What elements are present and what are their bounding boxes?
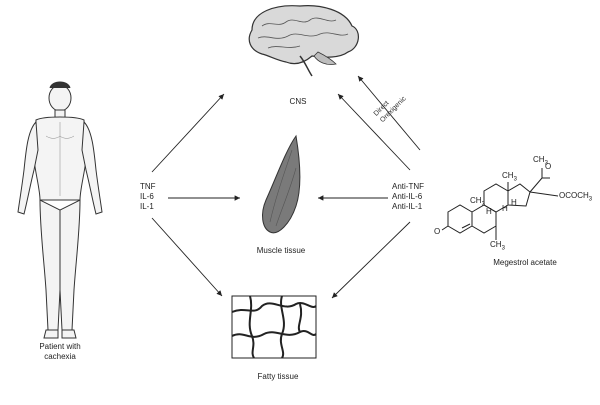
muscle-icon bbox=[262, 134, 301, 234]
patient-figure-icon bbox=[17, 81, 103, 339]
hydrogen-label: H bbox=[502, 204, 508, 213]
figure-caption bbox=[0, 391, 600, 400]
hydrogen-label: H bbox=[486, 207, 492, 216]
antagonist-item: Anti-TNF bbox=[392, 182, 424, 191]
megestrol-structure-icon bbox=[441, 168, 559, 240]
methyl-label: CH3 bbox=[533, 155, 548, 167]
acetoxy-label: OCOCH3 bbox=[559, 191, 593, 203]
antagonist-item: Anti-IL-1 bbox=[392, 202, 423, 211]
drug-label: Megestrol acetate bbox=[493, 258, 557, 267]
brain-icon bbox=[248, 5, 359, 77]
acetyl-oxygen-label: O bbox=[545, 162, 552, 171]
arrow-antagonists-to-cns bbox=[337, 93, 411, 171]
cytokine-item: IL-1 bbox=[140, 202, 154, 211]
cytokine-item: TNF bbox=[140, 182, 156, 191]
fatty-tissue-label: Fatty tissue bbox=[257, 372, 299, 381]
methyl-label: CH3 bbox=[490, 240, 505, 252]
arrow-drug-to-cns bbox=[357, 75, 421, 151]
ketone-oxygen-label: O bbox=[434, 227, 441, 236]
antagonist-item: Anti-IL-6 bbox=[392, 192, 423, 201]
arrow-cytokines-to-cns bbox=[151, 93, 225, 173]
cytokine-item: IL-6 bbox=[140, 192, 154, 201]
arrow-cytokines-to-fat bbox=[151, 217, 223, 297]
patient-label: Patient with cachexia bbox=[39, 342, 81, 361]
hydrogen-label: H bbox=[511, 198, 517, 207]
methyl-label: CH3 bbox=[470, 196, 485, 208]
antagonist-list: Anti-TNF Anti-IL-6 Anti-IL-1 bbox=[392, 182, 424, 212]
fat-tissue-icon bbox=[231, 295, 317, 359]
arrows bbox=[151, 75, 421, 299]
arrow-antagonists-to-fat bbox=[331, 221, 411, 299]
methyl-label: CH3 bbox=[502, 171, 517, 183]
cytokine-list: TNF IL-6 IL-1 bbox=[140, 182, 156, 212]
cns-label: CNS bbox=[289, 97, 307, 106]
muscle-tissue-label: Muscle tissue bbox=[256, 246, 306, 255]
